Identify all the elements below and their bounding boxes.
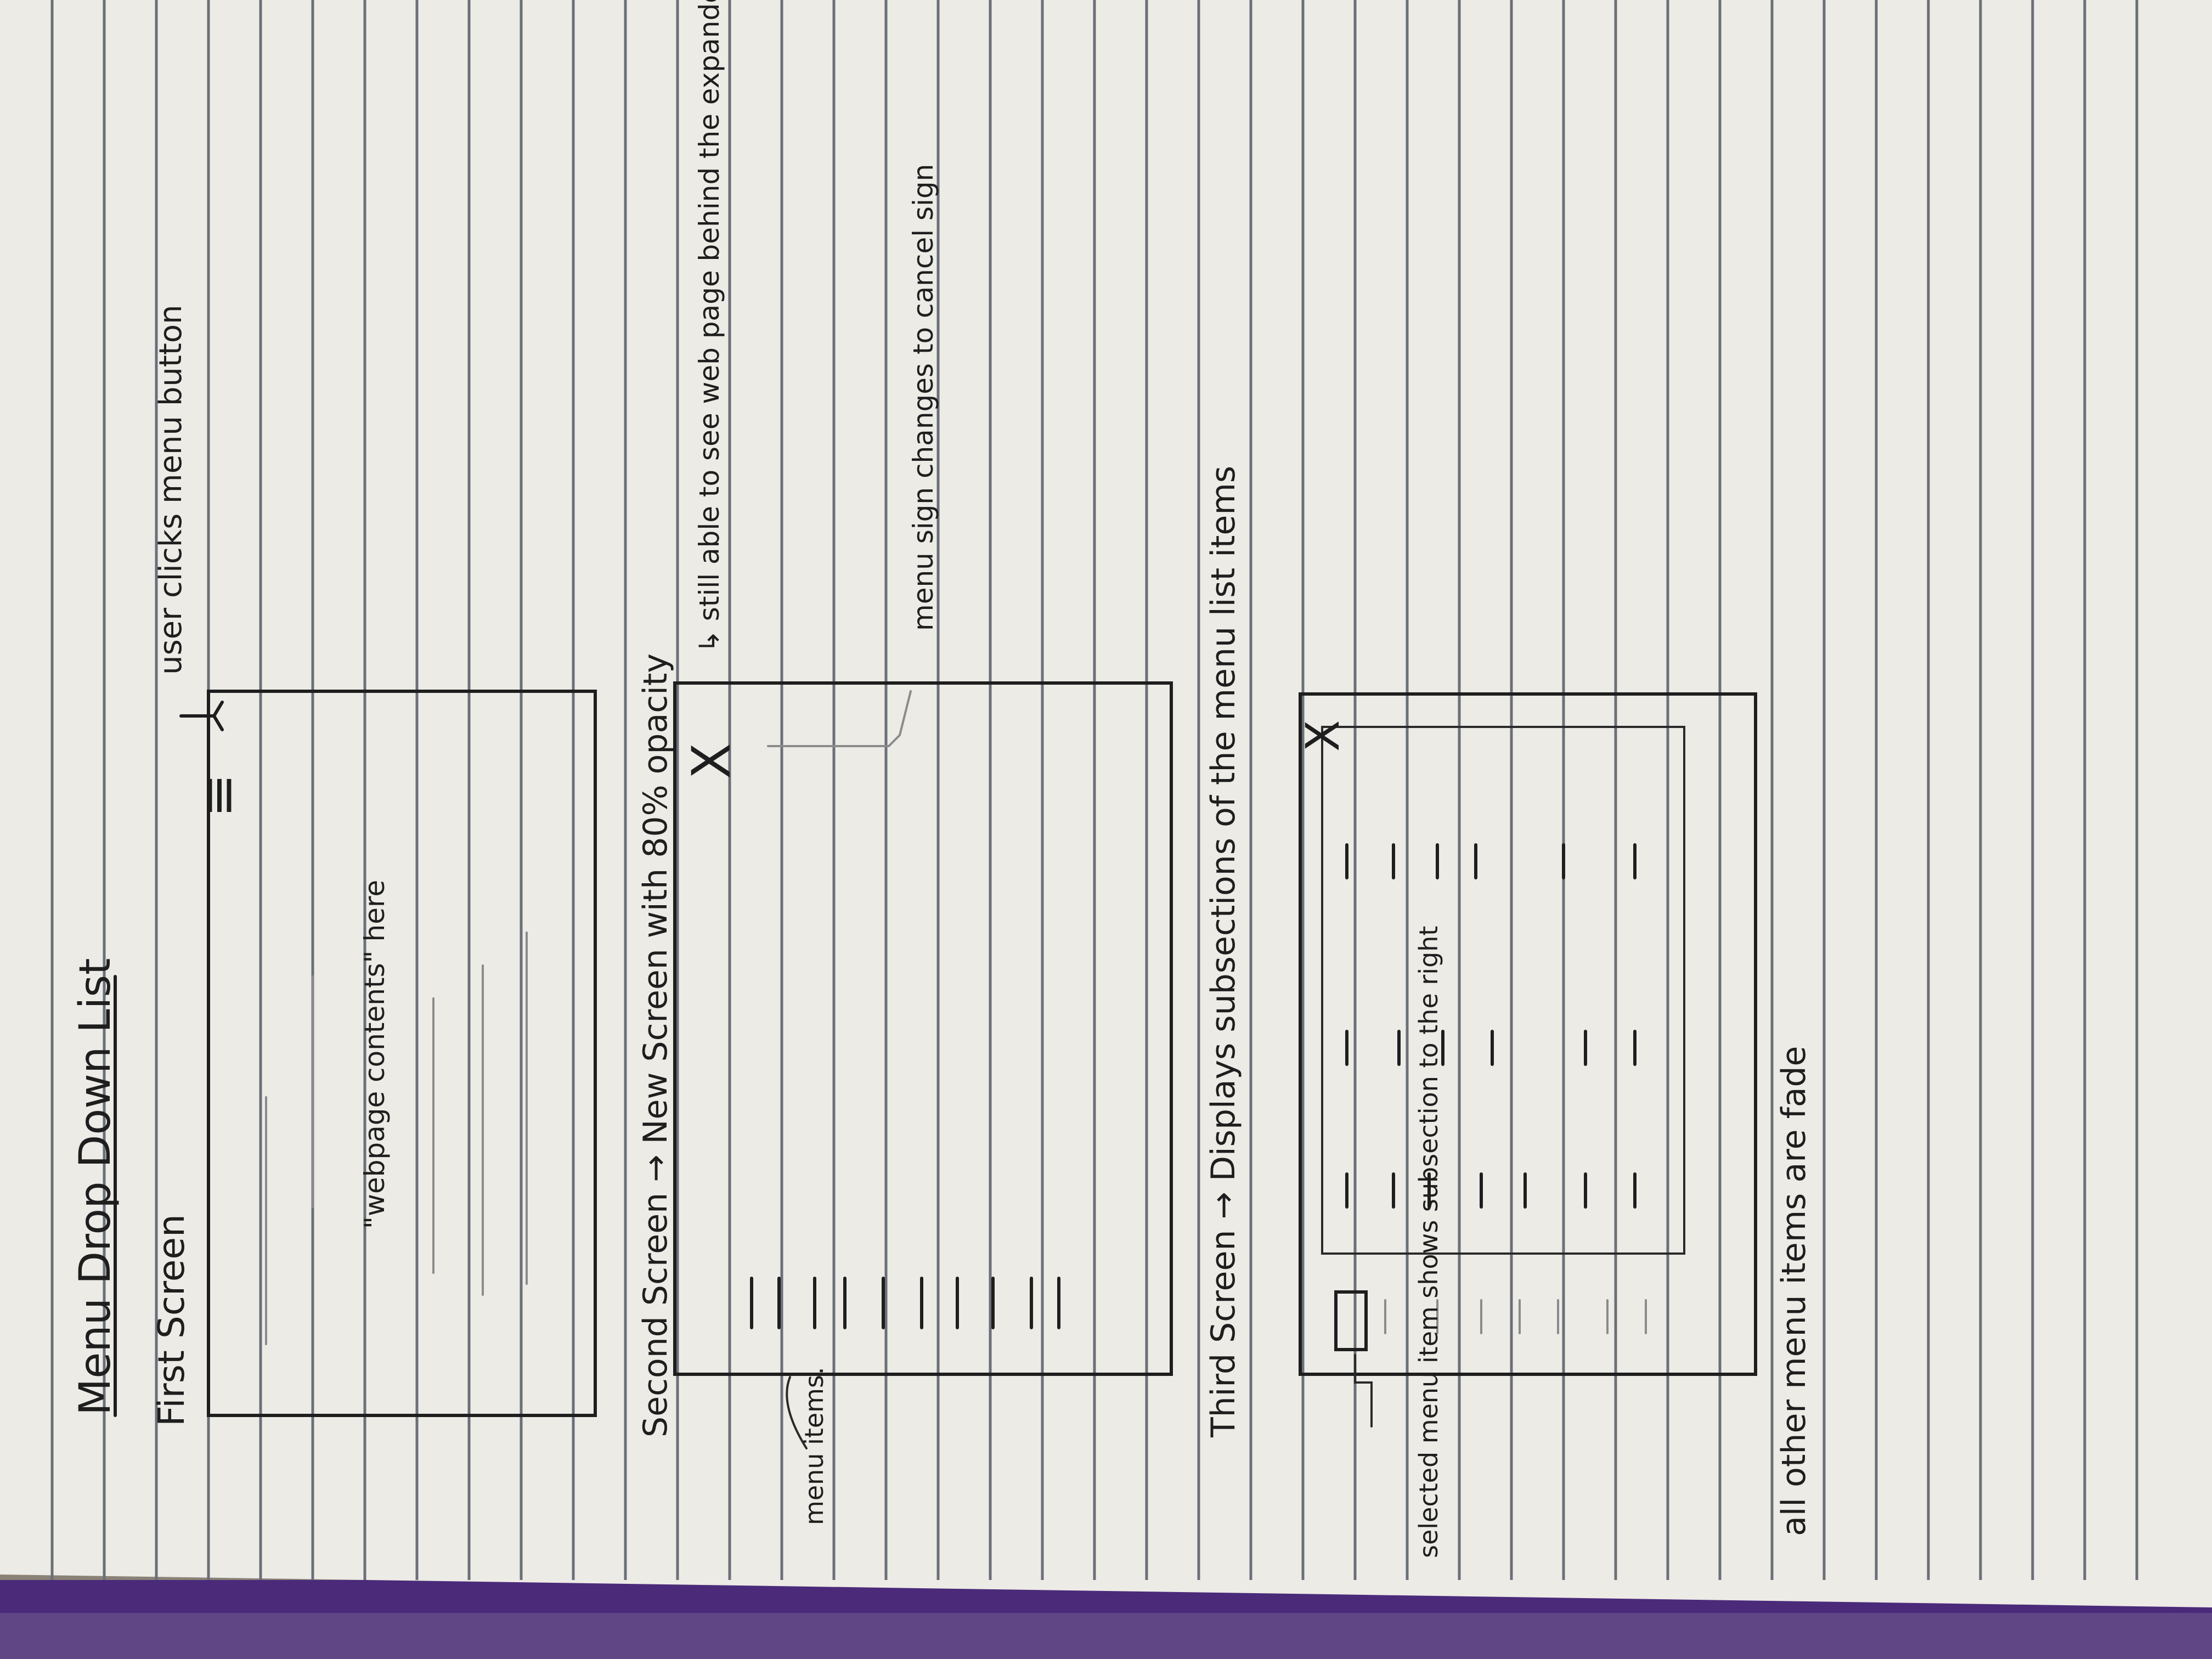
first-screen-annotation: user clicks menu button xyxy=(153,304,189,675)
cancel-sign-annotation: menu sign changes to cancel sign xyxy=(907,164,939,631)
selected-item-pointer xyxy=(1354,1354,1373,1427)
selected-menu-item xyxy=(1334,1290,1368,1351)
faded-menu-item-marks xyxy=(1384,1299,1647,1334)
first-screen-frame xyxy=(207,690,597,1417)
second-screen-frame xyxy=(673,681,1173,1376)
third-screen-close-icon: X xyxy=(1296,720,1350,752)
selected-item-note: selected menu item shows subsection to t… xyxy=(1414,926,1443,1558)
cancel-sign-pointer xyxy=(767,690,912,747)
second-screen-label: Second Screen → New Screen with 80% opac… xyxy=(636,653,675,1437)
menu-items-pointer xyxy=(786,1376,808,1449)
binder-edge xyxy=(0,1613,2212,1659)
menu-item-marks xyxy=(750,1277,1060,1329)
subsection-panel xyxy=(1321,726,1685,1255)
placeholder-content-lines xyxy=(265,932,528,1345)
webpage-content-note: "webpage contents" here xyxy=(359,880,391,1229)
hamburger-icon: ≡ xyxy=(187,774,249,817)
second-screen-close-icon: X xyxy=(681,743,742,779)
second-screen-opacity-note: ↳ still able to see web page behind the … xyxy=(693,0,725,653)
subsection-item-marks xyxy=(1345,843,1637,1209)
menu-items-label: menu items. xyxy=(799,1367,829,1525)
page-title: Menu Drop Down List xyxy=(71,958,120,1415)
fade-note: all other menu items are fade xyxy=(1775,1046,1813,1536)
ruled-lines xyxy=(50,0,2138,1580)
third-screen-frame xyxy=(1299,692,1757,1376)
first-screen-label: First Screen xyxy=(150,1214,193,1426)
notebook-page xyxy=(0,0,2212,1607)
third-screen-label: Third Screen → Displays subsections of t… xyxy=(1204,466,1243,1438)
